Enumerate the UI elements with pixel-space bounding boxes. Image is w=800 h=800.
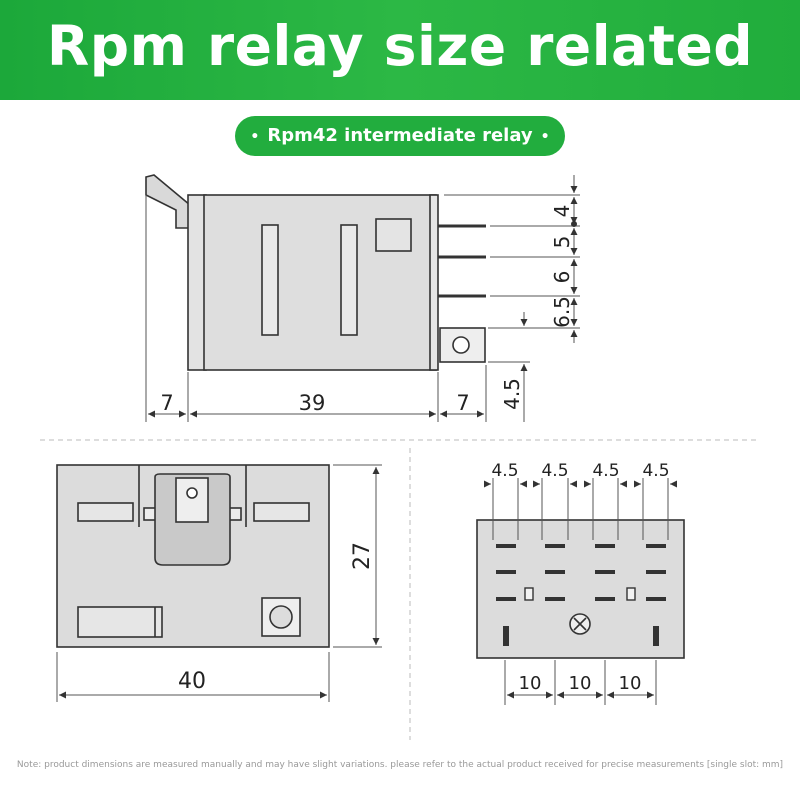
dim-pin-top-3: 4.5 — [592, 461, 619, 481]
pin-r3-c1 — [496, 597, 516, 601]
model-name: Rpm42 intermediate relay — [267, 125, 533, 146]
footer-note: Note: product dimensions are measured ma… — [16, 760, 784, 770]
side-view — [145, 174, 486, 371]
pin-marker-right — [626, 587, 636, 601]
pin-r2-c1 — [496, 570, 516, 574]
top-view — [56, 464, 330, 648]
side-lever — [145, 174, 191, 229]
dim-side-body: 39 — [299, 391, 326, 415]
model-label: • Rpm42 intermediate relay • — [235, 116, 565, 156]
bullet-right: • — [540, 129, 550, 145]
dim-top-height: 27 — [350, 542, 375, 570]
page-title: Rpm relay size related — [46, 14, 754, 78]
dim-pin-gap-4: 6.5 — [550, 296, 574, 328]
dim-pin-bottom-1: 10 — [519, 673, 542, 694]
pin-r2-c3 — [595, 570, 615, 574]
side-base — [429, 194, 439, 371]
pin-r2-c2 — [545, 570, 565, 574]
dim-pin-gap-2: 5 — [550, 236, 574, 249]
dim-pin-bottom-3: 10 — [619, 673, 642, 694]
dim-pin-top-4: 4.5 — [642, 461, 669, 481]
top-view-dimension-lines — [56, 464, 382, 702]
dim-tab: 4.5 — [500, 378, 524, 410]
pin-r3-c3 — [595, 597, 615, 601]
center-screw-icon — [569, 613, 591, 635]
top-slot-right — [253, 502, 310, 522]
dim-top-width: 40 — [178, 669, 206, 694]
dim-pin-bottom-2: 10 — [569, 673, 592, 694]
pin-r1-c2 — [545, 544, 565, 548]
dim-pin-gap-1: 4 — [550, 205, 574, 218]
side-slot-1 — [261, 224, 279, 336]
top-label-slot — [77, 606, 163, 638]
side-view-dimension-lines — [145, 175, 580, 422]
pin-view-dimension-lines — [484, 478, 677, 705]
dim-side-left: 7 — [160, 391, 173, 415]
pin-r1-c4 — [646, 544, 666, 548]
pin-r3-c4 — [646, 597, 666, 601]
side-window — [375, 218, 412, 252]
pin-body — [476, 519, 685, 659]
bullet-left: • — [250, 129, 260, 145]
side-dim-point — [571, 221, 577, 227]
top-lever-tab — [175, 477, 209, 523]
pin-r2-c4 — [646, 570, 666, 574]
pin-r1-c1 — [496, 544, 516, 548]
coil-pin-right — [653, 626, 659, 646]
side-slot-2 — [340, 224, 358, 336]
pin-marker-left — [524, 587, 534, 601]
pin-view — [476, 519, 685, 659]
dim-pin-top-2: 4.5 — [541, 461, 568, 481]
dim-side-right: 7 — [456, 391, 469, 415]
pin-r3-c2 — [545, 597, 565, 601]
side-tab-hole — [452, 336, 470, 354]
coil-pin-left — [503, 626, 509, 646]
dim-pin-top-1: 4.5 — [491, 461, 518, 481]
top-slot-left — [77, 502, 134, 522]
pin-grid — [496, 544, 666, 646]
pin-r1-c3 — [595, 544, 615, 548]
dim-pin-gap-3: 6 — [550, 271, 574, 284]
header-banner: Rpm relay size related — [0, 0, 800, 100]
